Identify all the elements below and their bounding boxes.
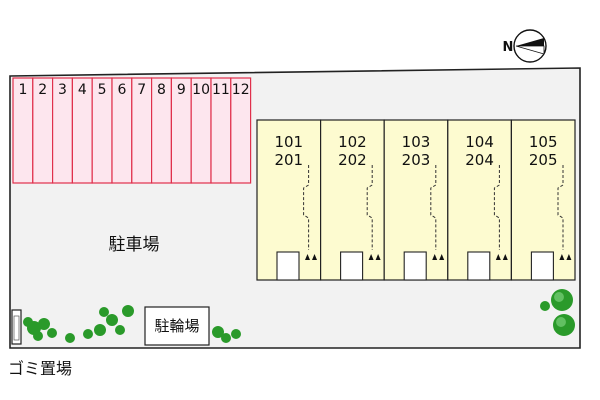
tree-icon <box>122 305 134 317</box>
parking-space <box>230 77 252 184</box>
unit-number-lower: 202 <box>338 151 367 169</box>
tree-icon <box>212 326 224 338</box>
entrance <box>403 251 427 281</box>
parking-space-number: 6 <box>117 82 126 98</box>
unit-number-lower: 201 <box>274 151 303 169</box>
tree-icon <box>231 329 241 339</box>
unit-number-upper: 104 <box>465 133 494 151</box>
north-arrow-icon: N <box>503 29 547 63</box>
tree-icon <box>23 317 33 327</box>
unit-number-upper: 103 <box>402 133 431 151</box>
entrance <box>340 251 364 281</box>
step-marker <box>375 254 381 260</box>
step-marker <box>368 254 374 260</box>
parking-space-number: 3 <box>58 82 67 98</box>
unit-number-lower: 205 <box>529 151 558 169</box>
compass-label: N <box>503 40 514 55</box>
step-marker <box>559 254 565 260</box>
entrance <box>467 251 491 281</box>
parking-space-number: 11 <box>212 82 230 98</box>
entrance <box>276 251 300 281</box>
tree-icon <box>115 325 125 335</box>
parking-label: 駐車場 <box>109 235 160 255</box>
trees <box>23 289 575 343</box>
parking-space-number: 9 <box>177 82 186 98</box>
tree-icon <box>83 329 93 339</box>
parking-space-number: 10 <box>192 82 210 98</box>
entrance <box>530 251 554 281</box>
tree-icon <box>47 328 57 338</box>
parking-space-number: 7 <box>137 82 146 98</box>
parking-space-number: 12 <box>232 82 250 98</box>
tree-icon <box>38 318 50 330</box>
step-marker <box>495 254 501 260</box>
step-marker <box>502 254 508 260</box>
tree-icon <box>221 333 231 343</box>
bicycle-parking-label: 駐輪場 <box>154 317 199 335</box>
tree-icon <box>94 324 106 336</box>
bicycle-parking: 駐輪場 <box>144 306 210 346</box>
unit-number-upper: 105 <box>529 133 558 151</box>
tree-icon <box>99 307 109 317</box>
unit-number-lower: 203 <box>402 151 431 169</box>
unit-number-upper: 102 <box>338 133 367 151</box>
tree-icon <box>65 333 75 343</box>
step-marker <box>566 254 572 260</box>
parking-space-number: 5 <box>98 82 107 98</box>
garbage-area <box>11 309 22 345</box>
unit-number-upper: 101 <box>274 133 303 151</box>
step-marker <box>439 254 445 260</box>
tree-icon <box>106 314 118 326</box>
parking-space-number: 2 <box>38 82 47 98</box>
parking-space-number: 8 <box>157 82 166 98</box>
parking-space-number: 4 <box>78 82 87 98</box>
step-marker <box>312 254 317 260</box>
unit-number-lower: 204 <box>465 151 494 169</box>
tree-icon <box>33 331 43 341</box>
step-marker <box>305 254 310 260</box>
tree-icon <box>540 301 550 311</box>
step-marker <box>432 254 438 260</box>
parking-space-number: 1 <box>18 82 27 98</box>
garbage-label: ゴミ置場 <box>8 359 72 378</box>
